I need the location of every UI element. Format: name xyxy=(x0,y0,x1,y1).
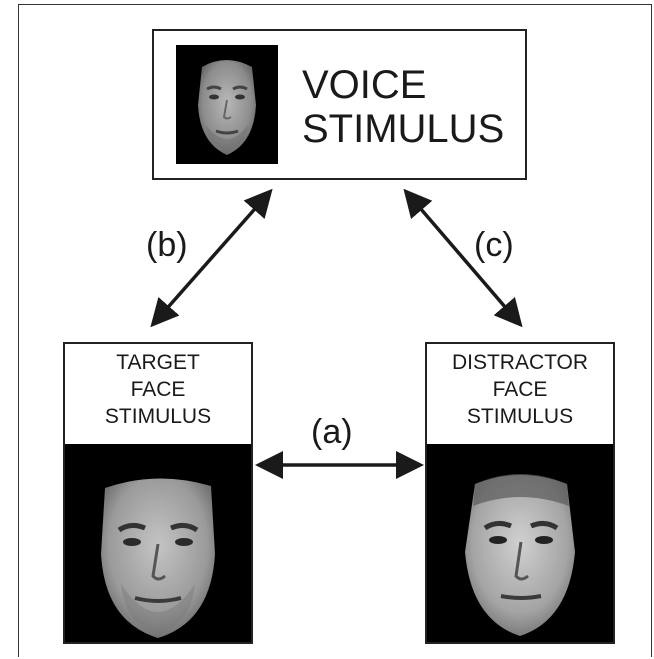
distractor-caption-line3: STIMULUS xyxy=(466,405,574,428)
target-face-caption: TARGET FACE STIMULUS xyxy=(65,344,251,444)
target-face-box: TARGET FACE STIMULUS xyxy=(63,342,253,644)
distractor-caption-line1: DISTRACTOR xyxy=(451,351,589,374)
target-face-photo xyxy=(65,444,251,644)
arrow-b xyxy=(150,188,273,328)
link-label-b: (b) xyxy=(146,226,188,264)
distractor-face-photo xyxy=(427,444,613,644)
face-icon xyxy=(101,478,215,638)
link-label-c: (c) xyxy=(474,226,514,264)
distractor-caption-line2: FACE xyxy=(492,378,548,401)
target-caption-line1: TARGET xyxy=(116,351,200,374)
target-caption-line2: FACE xyxy=(130,378,186,401)
arrow-c xyxy=(403,188,523,328)
figure-frame xyxy=(18,4,652,657)
face-icon xyxy=(198,60,256,155)
face-icon xyxy=(465,474,575,636)
link-label-a: (a) xyxy=(311,413,353,451)
voice-stimulus-box: VOICE STIMULUS xyxy=(152,29,527,180)
target-caption-line3: STIMULUS xyxy=(104,405,212,428)
voice-stimulus-label: VOICE STIMULUS xyxy=(302,63,505,151)
distractor-face-caption: DISTRACTOR FACE STIMULUS xyxy=(427,344,613,444)
distractor-face-box: DISTRACTOR FACE STIMULUS xyxy=(425,342,615,644)
voice-face-photo xyxy=(176,45,278,164)
